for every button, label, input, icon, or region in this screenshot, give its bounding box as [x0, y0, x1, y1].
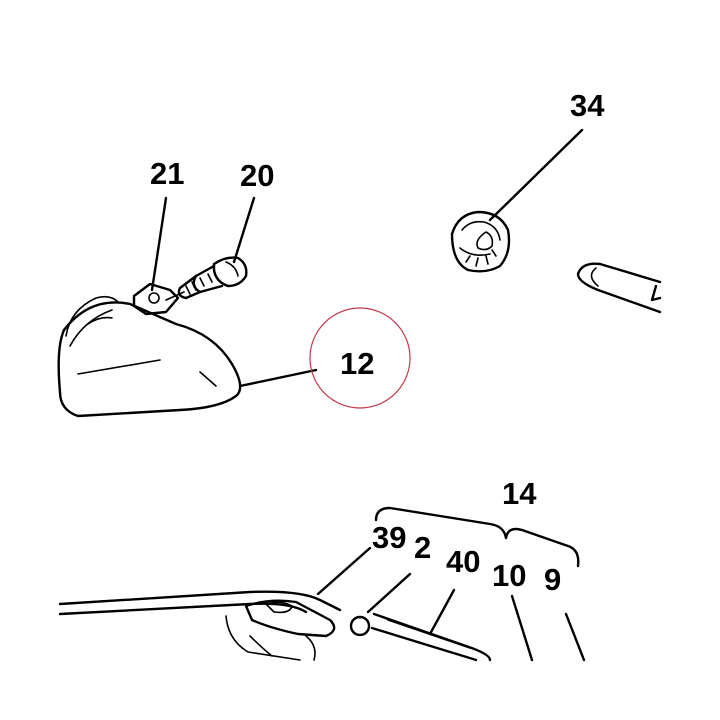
label-20: 20 [240, 158, 274, 193]
highlight-circle [309, 307, 411, 409]
label-2: 2 [414, 530, 431, 565]
housing-12 [57, 295, 242, 418]
leader-34 [488, 128, 584, 222]
side-bar [576, 262, 662, 314]
bolt-20 [177, 256, 248, 300]
label-12: 12 [340, 346, 374, 381]
leader-39 [316, 546, 372, 596]
leader-9 [564, 612, 586, 662]
label-10: 10 [492, 558, 526, 593]
leader-21 [150, 196, 168, 292]
label-21: 21 [150, 156, 184, 191]
label-34: 34 [570, 88, 605, 123]
leader-20 [232, 196, 256, 264]
lower-assembly [58, 590, 492, 662]
label-9: 9 [544, 562, 561, 597]
leader-40 [428, 588, 456, 636]
label-39: 39 [372, 520, 406, 555]
nut-34 [450, 210, 511, 273]
bracket-14 [374, 506, 580, 568]
leader-2 [366, 572, 412, 614]
label-14: 14 [502, 476, 537, 511]
label-40: 40 [446, 544, 480, 579]
leader-12 [238, 368, 318, 388]
leader-10 [510, 594, 534, 662]
